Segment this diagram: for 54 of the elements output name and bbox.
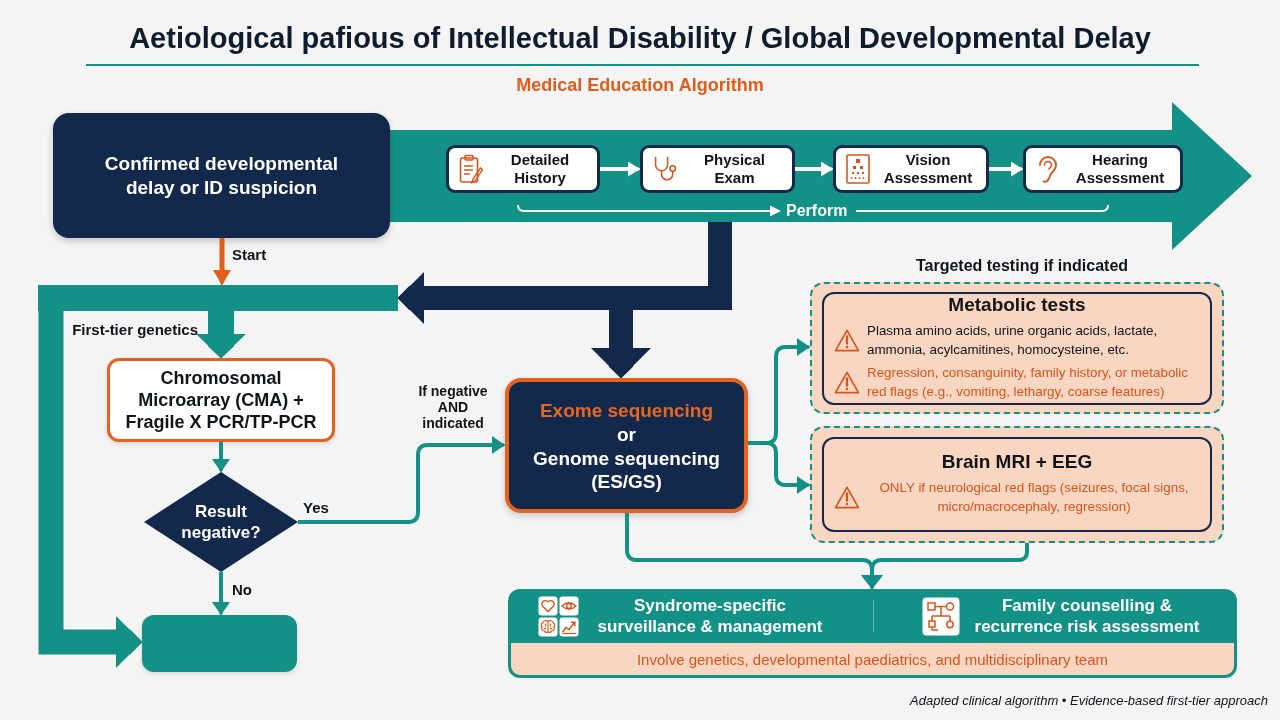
panel-note: Involve genetics, developmental paediatrics, and multidisciplinary team [636,651,1109,669]
panel-label: Syndrome-specific surveillance & management [596,595,824,637]
edge-label: First-tier genetics [71,321,198,339]
step-box [1023,145,1183,193]
card-text: Regression, consanguinity, family history, or metabolic red flags (e.g., vomiting, lethargy, coarse features) [867,364,1189,401]
test-card [822,292,1212,405]
arrow [748,441,810,494]
panel-label: Family counselling & recurrence risk assessment [973,595,1201,637]
step-label: Detailed History [509,151,571,187]
thick-arrow [196,311,246,358]
bracket-label: Perform [786,201,848,220]
box-label: or [617,422,636,446]
box-label: Genome sequencing (ES/GS) [532,446,721,493]
arrow [212,442,230,472]
process-box [505,378,748,513]
arrow [989,161,1023,177]
annotation-text: If negative AND indicated [417,383,489,431]
step-label: Hearing Assessment [1074,151,1166,187]
test-card [822,437,1212,532]
caption: Adapted clinical algorithm • Evidence-based first-tier approach [910,693,1268,709]
box-label: Confirmed developmental delay or ID suspicion [103,151,340,200]
process-box [53,113,390,238]
card-heading: Brain MRI + EEG [941,451,1093,473]
edge-label: No [232,581,252,599]
subtitle: Medical Education Algorithm [516,74,764,96]
box-label: Chromosomal Microarray (CMA) + Fragile X PCR/TP-PCR [124,367,318,433]
edge-label: Yes [303,499,329,517]
arrow [213,238,231,285]
card-text: Plasma amino acids, urine organic acids, lactate, ammonia, acylcamitines, homocysteine, etc. [867,322,1159,359]
step-box [833,145,989,193]
process-box [107,358,335,442]
box-heading: Exome sequencing [539,398,714,422]
thick-arrow [38,311,142,668]
arrow [600,161,640,177]
outcome-panel [508,589,1237,678]
card-text: ONLY if neurological red flags (seizures, focal signs, micro/macrocephaly, regression) [878,479,1190,516]
dashed-group-box [810,426,1224,543]
step-box [640,145,795,193]
step-label: Vision Assessment [882,151,974,187]
dashed-group-box [810,282,1224,414]
arrow [795,161,833,177]
decision-diamond [144,472,298,572]
title: Aetiological pafious of Intellectual Disability / Global Developmental Delay [129,21,1151,56]
edge-label: Start [232,246,267,264]
process-box [142,615,297,672]
arrow [212,572,230,615]
step-box [446,145,600,193]
card-heading: Metabolic tests [948,294,1086,316]
section-heading: Targeted testing if indicated [915,256,1129,275]
arrow [861,543,1029,589]
step-label: Physical Exam [703,151,766,187]
diamond-label: Result negative? [180,501,262,543]
arrow [298,436,505,524]
connector-bar [38,285,398,311]
